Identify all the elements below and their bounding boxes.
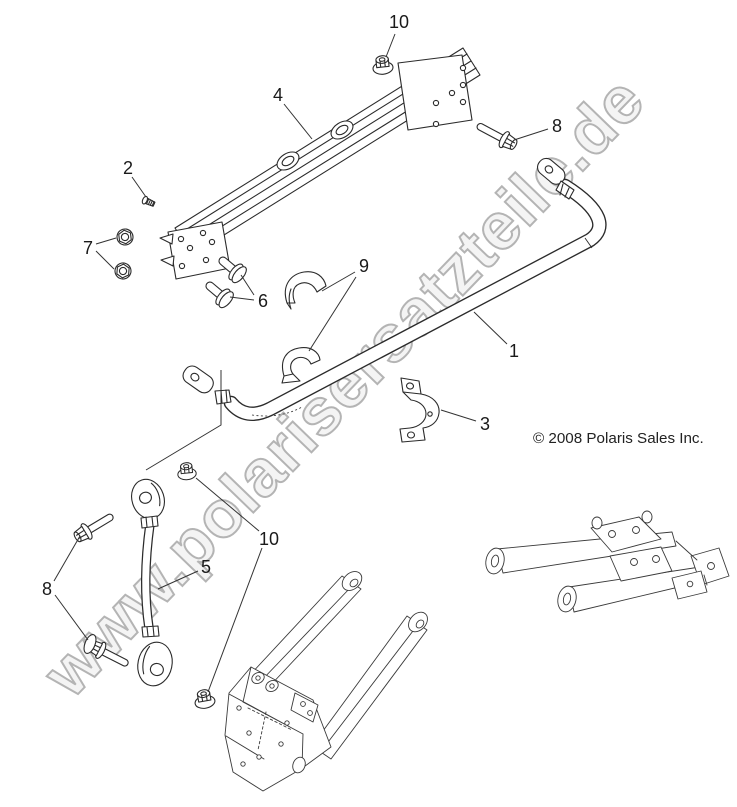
callout-3: 3 (480, 414, 490, 434)
leader-2 (131, 176, 147, 198)
bar-collar-right (555, 180, 575, 200)
callout-2: 2 (123, 158, 133, 178)
leader-10-bottom-a (195, 477, 260, 532)
callout-4: 4 (273, 85, 283, 105)
leader-10-top (385, 33, 396, 58)
flange-nut-10-top (371, 54, 395, 76)
bushing-clamp-drawing (399, 377, 440, 443)
leader-6-b (229, 296, 255, 301)
callout-7: 7 (83, 238, 93, 258)
stabilizer-linkage-drawing (131, 478, 173, 687)
leader-8-bottom-a (53, 535, 81, 582)
flange-bolt-8-top (472, 117, 521, 154)
bracket-left-plate (167, 221, 231, 280)
stabilizer-bar-drawing (182, 157, 607, 422)
leader-8-top (513, 128, 549, 141)
leader-lines (53, 33, 549, 693)
copyright-text: © 2008 Polaris Sales Inc. (533, 430, 704, 447)
bushing-lower-drawing (281, 347, 321, 384)
swingarm-center-reference-drawing (224, 571, 428, 792)
callout-9: 9 (359, 256, 369, 276)
flange-nut-7-b (112, 260, 134, 282)
leader-10-bottom-b (207, 547, 263, 693)
flange-nut-10-middle (176, 461, 198, 482)
mount-bracket-drawing (159, 47, 481, 280)
bar-eyelet-right (537, 157, 566, 185)
leader-6-a (240, 274, 255, 296)
linkage-bottom-eyelet (137, 641, 173, 687)
leader-1 (473, 311, 508, 345)
reference-line-bar-to-linkage (145, 370, 222, 471)
callout-1: 1 (509, 341, 519, 361)
leader-9-a (321, 271, 356, 292)
callout-10-top: 10 (389, 12, 409, 32)
callout-6: 6 (258, 291, 268, 311)
bar-collar-left (214, 389, 232, 405)
leader-7-a (95, 237, 117, 245)
leader-4 (283, 103, 313, 140)
leader-8-bottom-b (54, 594, 89, 641)
bracket-right-plate (397, 54, 473, 131)
linkage-top-collar (140, 515, 159, 529)
linkage-top-eyelet (131, 478, 165, 520)
callout-8-bottom: 8 (42, 579, 52, 599)
flange-nut-10-bottom (192, 687, 217, 711)
swingarm-right-reference-drawing (485, 510, 730, 613)
callout-5: 5 (201, 557, 211, 577)
leader-7-b (95, 250, 115, 270)
flange-nut-7-a (115, 227, 135, 247)
bar-eyelet-left (182, 365, 214, 394)
bushing-upper-drawing (284, 271, 327, 310)
leader-3 (440, 409, 477, 422)
callout-8-top: 8 (552, 116, 562, 136)
shoulder-bolt-6-b (200, 275, 237, 311)
screw-2-drawing (141, 195, 156, 207)
leader-5 (157, 570, 199, 590)
bracket-slot-boss (330, 120, 354, 140)
leader-9-b (308, 276, 357, 352)
callout-10-bottom: 10 (259, 529, 279, 549)
bracket-slot-boss (276, 151, 300, 171)
linkage-bottom-collar (141, 625, 160, 638)
